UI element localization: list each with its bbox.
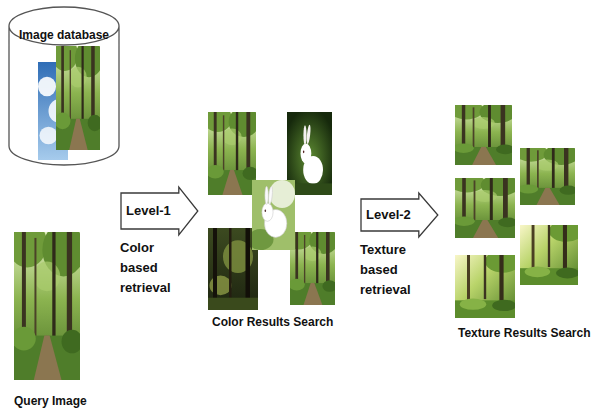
database-cylinder [9,7,119,165]
method-label: Color based retrieval [120,238,184,298]
image-caption: Color Results Search [212,315,333,329]
level-arrow: Level-1Color based retrieval [120,186,199,236]
level-label: Level-1 [120,186,171,236]
database-label: Image database [8,28,120,42]
image-caption: Texture Results Search [458,326,591,340]
rabbit-photo [248,180,295,250]
level-arrow: Level-2Texture based retrieval [360,192,439,238]
dark-forest-photo [208,228,258,310]
query-image: Query Image [14,232,80,380]
image-caption: Query Image [14,394,87,408]
forest-photo [449,100,516,165]
block-arrow [361,193,438,237]
forest-photo [515,143,579,205]
level-label: Level-2 [360,192,411,238]
forest-photo [52,38,103,150]
forest-photo [520,220,584,285]
forest-photo [455,250,521,318]
forest-photo [449,173,519,238]
block-arrow [121,187,198,235]
method-label: Texture based retrieval [360,240,424,300]
database-cylinder: Image database [8,6,120,166]
result-group: Color Results Search [208,112,336,310]
result-group: Texture Results Search [455,105,578,318]
forest-photo [203,105,259,195]
query-photo [7,220,84,380]
